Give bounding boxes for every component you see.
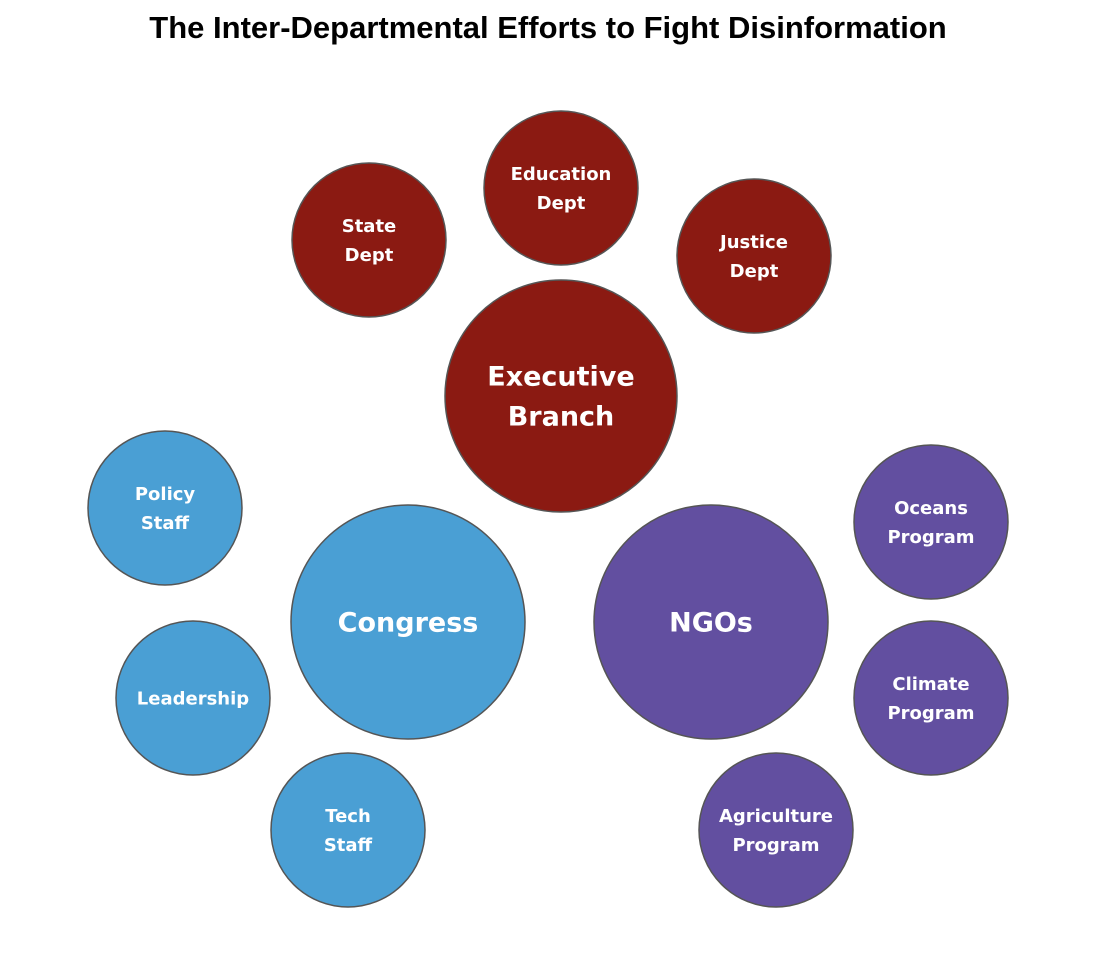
climate-program-circle	[853, 620, 1009, 776]
leadership-circle	[115, 620, 271, 776]
education-dept-label-line: Dept	[537, 193, 586, 214]
agriculture-program-circle	[698, 752, 854, 908]
ngos-label-line: NGOs	[669, 607, 753, 638]
oceans-program-circle	[853, 444, 1009, 600]
node-ngos: NGOs	[593, 504, 829, 740]
node-leadership: Leadership	[115, 620, 271, 776]
executive-branch-circle	[444, 279, 678, 513]
tech-staff-circle	[270, 752, 426, 908]
diagram-title: The Inter-Departmental Efforts to Fight …	[149, 10, 947, 45]
agriculture-program-label-line: Agriculture	[719, 806, 833, 827]
climate-program-label-line: Program	[887, 703, 974, 724]
justice-dept-label-line: Justice	[718, 232, 788, 253]
tech-staff-label-line: Staff	[324, 835, 373, 856]
oceans-program-label-line: Program	[887, 527, 974, 548]
justice-dept-label-line: Dept	[730, 261, 779, 282]
policy-staff-circle	[87, 430, 243, 586]
executive-branch-label-line: Branch	[508, 401, 615, 432]
tech-staff-label-line: Tech	[325, 806, 371, 827]
node-congress: Congress	[290, 504, 526, 740]
state-dept-circle	[291, 162, 447, 318]
education-dept-circle	[483, 110, 639, 266]
state-dept-label-line: Dept	[345, 245, 394, 266]
state-dept-label-line: State	[342, 216, 397, 237]
policy-staff-label-line: Staff	[141, 513, 190, 534]
policy-staff-label-line: Policy	[135, 484, 196, 505]
leadership-label-line: Leadership	[137, 688, 249, 709]
congress-label: Congress	[338, 607, 479, 638]
justice-dept-circle	[676, 178, 832, 334]
congress-circle	[290, 504, 526, 740]
oceans-program-label-line: Oceans	[894, 498, 968, 519]
ngos-label: NGOs	[669, 607, 753, 638]
ngos-circle	[593, 504, 829, 740]
climate-program-label-line: Climate	[892, 674, 969, 695]
leadership-label: Leadership	[137, 688, 249, 709]
education-dept-label-line: Education	[511, 164, 612, 185]
congress-label-line: Congress	[338, 607, 479, 638]
agriculture-program-label-line: Program	[732, 835, 819, 856]
executive-branch-label-line: Executive	[487, 361, 634, 392]
